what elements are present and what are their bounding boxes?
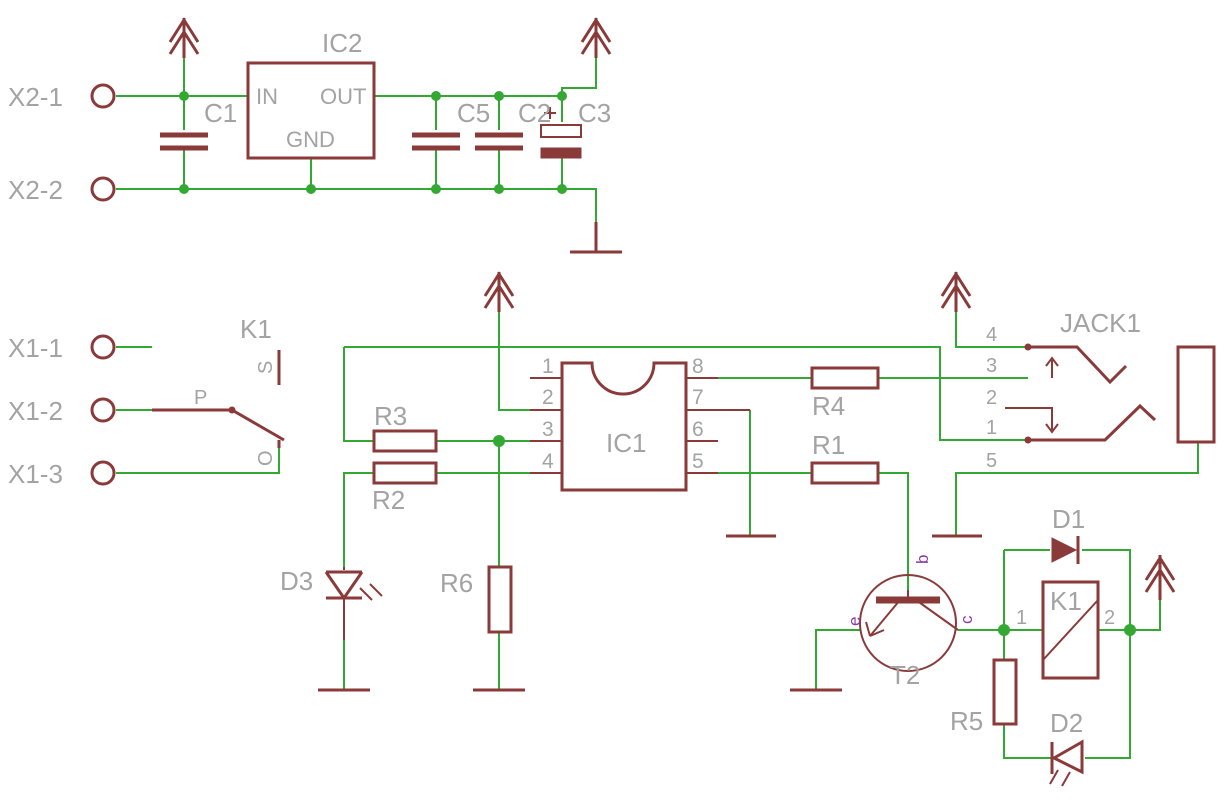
label-ic1-pin8: 8	[692, 355, 704, 378]
label-r4: R4	[812, 391, 845, 421]
label-relay-pin1: 1	[1016, 607, 1027, 629]
label-r1: R1	[812, 430, 845, 460]
label-ic2-in: IN	[256, 84, 278, 109]
label-ic1-pin3: 3	[542, 418, 554, 441]
led-d3	[324, 567, 383, 640]
label-ic1-pin4: 4	[542, 450, 554, 473]
switch-k1	[152, 350, 285, 448]
label-ic2: IC2	[322, 28, 362, 58]
label-r6: R6	[440, 568, 473, 598]
label-x1-2: X1-2	[8, 396, 63, 426]
label-t2-collector: c	[957, 615, 976, 624]
label-c5: C5	[457, 98, 490, 128]
ic1-body	[530, 361, 750, 492]
label-x1-3: X1-3	[8, 459, 63, 489]
label-ic1-pin5: 5	[692, 450, 704, 473]
label-relay-pin2: 2	[1104, 607, 1115, 629]
label-c1: C1	[204, 98, 237, 128]
label-ic1: IC1	[606, 428, 646, 458]
label-c3: C3	[578, 98, 611, 128]
capacitors	[160, 107, 582, 159]
label-t2: T2	[890, 660, 920, 690]
label-x1-1: X1-1	[8, 333, 63, 363]
label-relay-k1: K1	[1050, 586, 1082, 616]
label-ic1-pin2: 2	[542, 386, 554, 409]
label-c2: C2	[518, 98, 551, 128]
label-r2: R2	[372, 485, 405, 515]
label-ic1-pin6: 6	[692, 418, 704, 441]
label-d3: D3	[280, 566, 313, 596]
label-switch-s: S	[255, 361, 277, 374]
label-jack-pin3: 3	[986, 355, 997, 377]
resistors	[372, 366, 1018, 726]
labels: X2-1 X2-2 X1-1 X1-2 X1-3 IC2 IN OUT GND …	[8, 28, 1141, 738]
label-ic2-gnd: GND	[286, 127, 335, 152]
label-t2-base: b	[913, 555, 932, 564]
jack1	[1005, 343, 1216, 444]
label-jack-pin4: 4	[986, 324, 997, 346]
label-jack1: JACK1	[1060, 308, 1141, 338]
label-ic1-pin7: 7	[692, 386, 704, 409]
label-jack-pin2: 2	[986, 387, 997, 409]
regulator-ic2	[246, 61, 376, 160]
connector-terminals	[90, 83, 116, 486]
wires	[116, 58, 1199, 759]
junctions	[179, 91, 1136, 636]
relay-k1	[1041, 580, 1100, 680]
diode-d1	[1051, 536, 1080, 564]
label-switch-k1: K1	[240, 314, 272, 344]
label-x2-2: X2-2	[8, 175, 63, 205]
label-t2-emitter: e	[845, 617, 864, 626]
label-r3: R3	[374, 401, 407, 431]
label-x2-1: X2-1	[8, 82, 63, 112]
label-jack-pin1: 1	[986, 417, 997, 439]
label-d2: D2	[1050, 708, 1083, 738]
label-ic2-out: OUT	[320, 84, 366, 109]
label-r5: R5	[950, 706, 983, 736]
label-switch-o: O	[255, 450, 277, 466]
led-d2	[1049, 739, 1084, 787]
ground-symbols	[318, 222, 982, 692]
label-jack-pin5: 5	[986, 450, 997, 472]
transistor-t2	[859, 574, 959, 672]
label-d1: D1	[1052, 504, 1085, 534]
label-ic1-pin1: 1	[542, 355, 554, 378]
supply-symbols	[168, 17, 1176, 600]
label-switch-p: P	[194, 387, 207, 409]
